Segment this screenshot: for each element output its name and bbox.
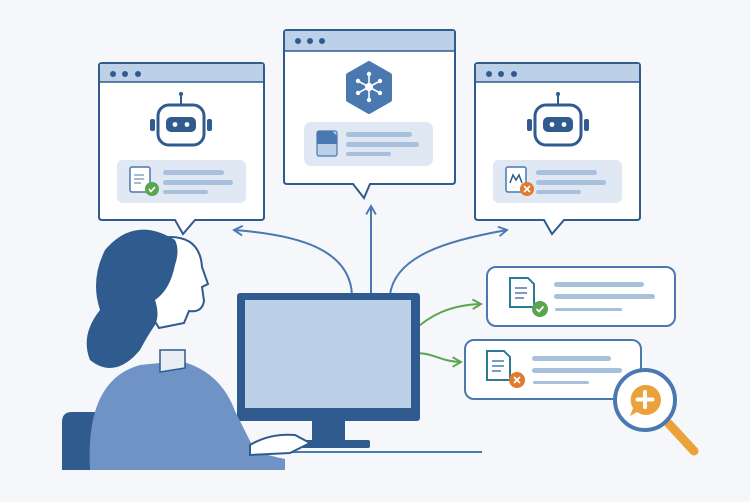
center-agent-window — [283, 29, 456, 200]
left-agent-window — [98, 62, 265, 236]
monitor — [237, 293, 482, 453]
window-dots — [110, 71, 141, 77]
success-result-card — [486, 266, 676, 327]
error-result-card — [464, 339, 642, 400]
magnifier-plus-icon — [613, 368, 699, 456]
right-agent-window — [474, 62, 641, 236]
robot-icon — [150, 92, 212, 147]
network-hexagon-icon — [346, 61, 392, 114]
neck — [159, 349, 186, 373]
hand — [249, 433, 313, 457]
checkmark-badge-icon — [145, 182, 159, 196]
person-at-computer — [62, 229, 313, 470]
document-icon — [316, 130, 338, 157]
robot-icon — [527, 92, 589, 147]
error-badge-icon — [520, 182, 534, 196]
body — [89, 361, 285, 470]
document-icon — [129, 166, 151, 193]
document-success-icon — [509, 277, 548, 317]
hair — [86, 229, 178, 368]
document-error-icon — [486, 350, 525, 388]
